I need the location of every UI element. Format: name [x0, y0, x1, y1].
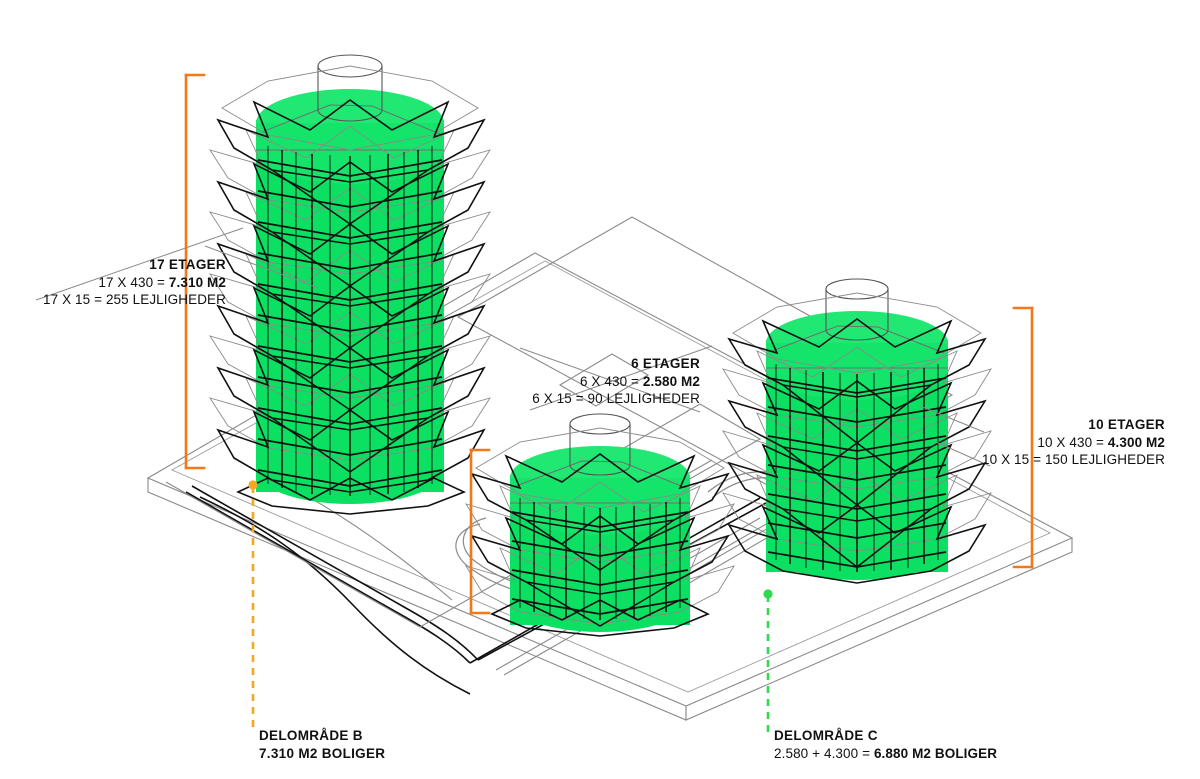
- height-dimension-bracket-6: [469, 448, 491, 615]
- callout-17-storeys-area: 17 X 430 = 7.310 M2: [40, 274, 226, 292]
- tower-10-storeys: [722, 278, 992, 584]
- callout-6-storeys-area-prefix: 6 X 430 =: [579, 373, 643, 389]
- area-label-delomrade-b-sum-value: 7.310 M2 BOLIGER: [259, 745, 386, 761]
- tower-10-core: [825, 278, 889, 341]
- callout-6-storeys-units: 6 X 15 = 90 LEJLIGHEDER: [532, 391, 700, 407]
- area-label-delomrade-c-title: DELOMRÅDE C: [774, 728, 878, 743]
- area-label-delomrade-c-sum: 2.580 + 4.300 = 6.880 M2 BOLIGER: [774, 745, 1194, 763]
- tower-17-floorplates-dark: [216, 99, 486, 515]
- tower-17-slabs: [257, 159, 443, 487]
- callout-17-storeys-heading: 17 ETAGER: [149, 257, 226, 272]
- tower-17-core: [317, 54, 383, 122]
- area-c-leader: [763, 589, 773, 733]
- area-label-delomrade-c: DELOMRÅDE C 2.580 + 4.300 = 6.880 M2 BOL…: [774, 727, 1194, 762]
- callout-10-storeys-units: 10 X 15 = 150 LEJLIGHEDER: [982, 452, 1165, 468]
- tower-10-mullions: [789, 368, 925, 572]
- tower-6-floorplates-light: [465, 427, 735, 625]
- tower-6-core: [569, 413, 631, 476]
- callout-17-storeys-area-prefix: 17 X 430 =: [98, 274, 169, 290]
- tower-10-bracing: [782, 384, 932, 568]
- callout-10-storeys-area-prefix: 10 X 430 =: [1037, 434, 1108, 450]
- area-b-leader: [248, 480, 258, 733]
- area-label-delomrade-b-sum: 7.310 M2 BOLIGER: [259, 745, 559, 763]
- callout-6-storeys-area: 6 X 430 = 2.580 M2: [510, 373, 700, 391]
- area-label-delomrade-b: DELOMRÅDE B 7.310 M2 BOLIGER: [259, 727, 559, 762]
- tower-6-mullions: [533, 502, 667, 620]
- tower-6-mullions-thin: [519, 498, 681, 619]
- callout-10-storeys-area: 10 X 430 = 4.300 M2: [970, 434, 1165, 452]
- tower-17-bracing: [271, 169, 429, 473]
- callout-6-storeys-heading: 6 ETAGER: [631, 356, 700, 371]
- area-label-delomrade-c-sum-value: 6.880 M2 BOLIGER: [873, 745, 998, 761]
- callout-6-storeys: 6 ETAGER 6 X 430 = 2.580 M2 6 X 15 = 90 …: [510, 355, 700, 408]
- callout-10-storeys: 10 ETAGER 10 X 430 = 4.300 M2 10 X 15 = …: [970, 416, 1165, 469]
- callout-10-storeys-area-value: 4.300 M2: [1107, 434, 1165, 450]
- callout-17-storeys-units: 17 X 15 = 255 LEJLIGHEDER: [43, 292, 226, 308]
- area-label-delomrade-b-title: DELOMRÅDE B: [259, 728, 363, 743]
- callout-6-storeys-area-value: 2.580 M2: [642, 373, 700, 389]
- callout-17-storeys-area-value: 7.310 M2: [168, 274, 226, 290]
- height-dimension-bracket-10: [1012, 306, 1034, 569]
- callout-leader-lines: [35, 227, 991, 467]
- height-dimension-bracket-17: [184, 73, 206, 470]
- callout-17-storeys: 17 ETAGER 17 X 430 = 7.310 M2 17 X 15 = …: [40, 256, 226, 309]
- tower-17-storeys: [208, 54, 492, 515]
- area-label-delomrade-c-sum-prefix: 2.580 + 4.300 =: [774, 745, 874, 761]
- tower-6-storeys: [465, 413, 735, 637]
- callout-10-storeys-heading: 10 ETAGER: [1088, 417, 1165, 432]
- tower-17-mullions: [281, 150, 419, 496]
- tower-6-bracing: [525, 519, 675, 627]
